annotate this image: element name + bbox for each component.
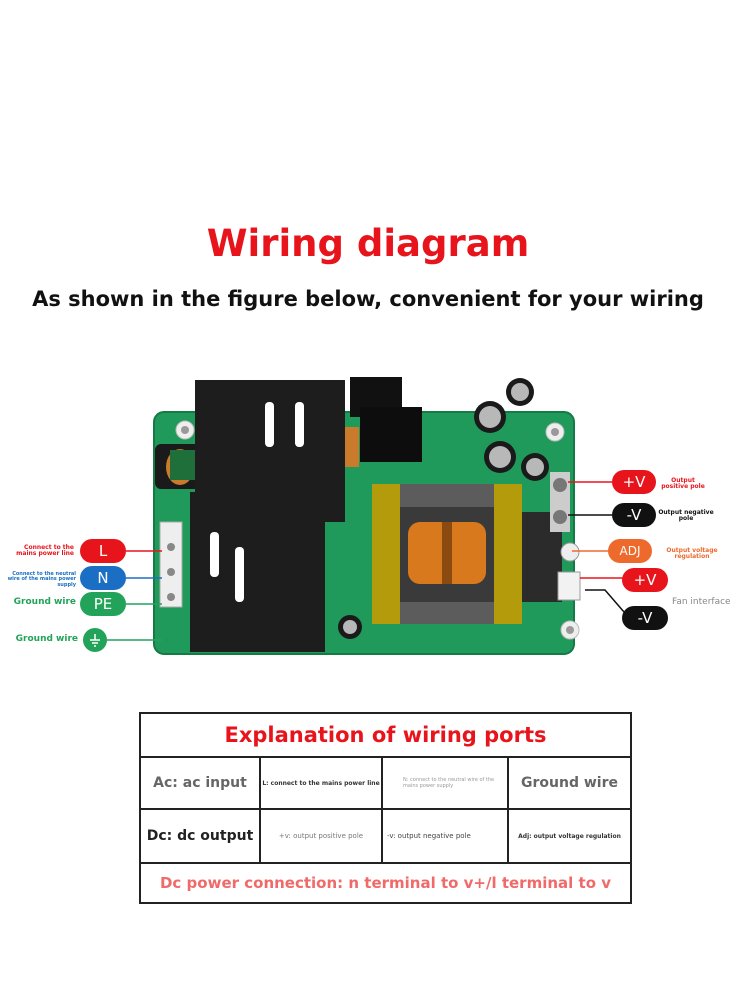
row2-dc-output: Dc: dc output	[146, 828, 254, 844]
row1-n-desc: N: connect to the neutral wire of the ma…	[403, 777, 495, 789]
adj-pill: ADJ	[608, 539, 652, 563]
mount-hole	[181, 426, 189, 434]
vplus-description: Output positive pole	[661, 477, 705, 491]
row1-ac-input: Ac: ac input	[153, 775, 247, 791]
adj-description: Output voltage regulation	[666, 547, 718, 561]
table-footer: Dc power connection: n terminal to v+/l …	[159, 874, 611, 892]
ground-icon	[83, 628, 107, 652]
pe-description: Ground wire	[13, 597, 76, 607]
row2-vplus-desc: +v: output positive pole	[278, 832, 364, 840]
l-description: Connect to the mains power line	[16, 544, 74, 558]
vminus-pill: -V	[612, 503, 656, 527]
ground-description: Ground wire	[15, 634, 78, 644]
fan-vplus-pill: +V	[622, 568, 668, 592]
row2-adj-desc: Adj: output voltage regulation	[518, 832, 621, 840]
mount-hole	[566, 626, 574, 634]
fan-connector	[557, 571, 581, 601]
wiring-ports-table: Explanation of wiring ports Ac: ac input…	[139, 712, 632, 904]
power-board-illustration	[153, 377, 581, 655]
row1-l-desc: L: connect to the mains power line	[262, 779, 380, 787]
row1-ground-wire: Ground wire	[521, 775, 618, 791]
input-connector	[159, 521, 183, 608]
mount-hole	[551, 428, 559, 436]
n-pill: N	[80, 566, 126, 590]
fan-vminus-pill: -V	[622, 606, 668, 630]
table-header: Explanation of wiring ports	[224, 723, 547, 747]
fan-description: Fan interface	[672, 597, 731, 607]
page-title: Wiring diagram	[206, 222, 530, 265]
vplus-pill: +V	[612, 470, 656, 494]
row2-vminus-desc: -v: output negative pole	[387, 832, 471, 840]
l-pill: L	[80, 539, 126, 563]
relay-body	[360, 407, 422, 462]
heatsink-left	[190, 380, 345, 652]
vminus-description: Output negative pole	[658, 509, 714, 523]
page-subtitle: As shown in the figure below, convenient…	[32, 287, 704, 311]
n-description: Connect to the neutral wire of the mains…	[7, 571, 76, 588]
adj-potentiometer	[560, 542, 580, 562]
pe-pill: PE	[80, 592, 126, 616]
